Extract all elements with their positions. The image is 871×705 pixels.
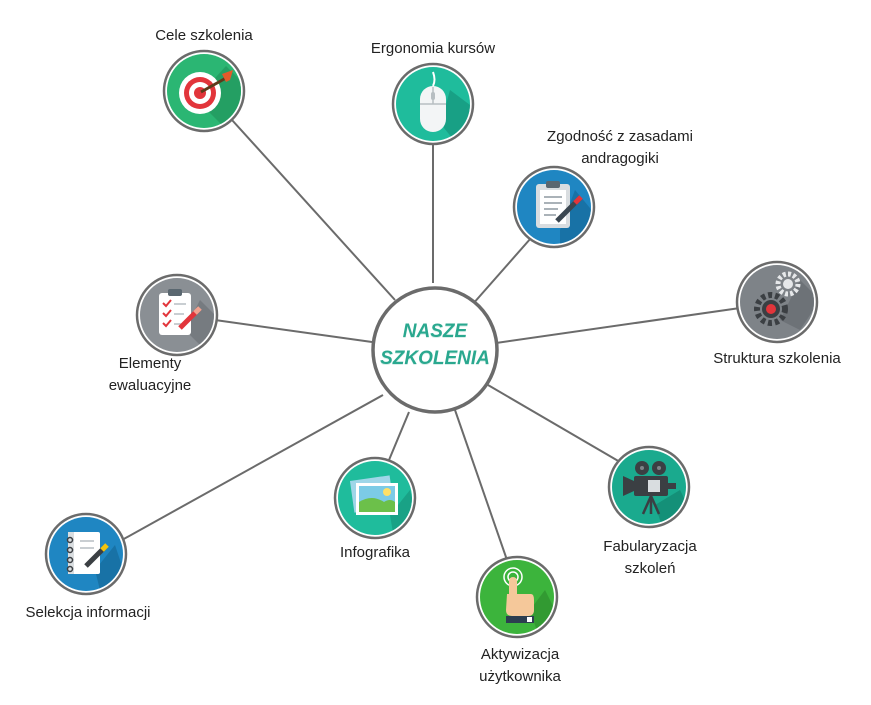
touch-hand-icon <box>503 567 534 623</box>
node-cele <box>162 49 246 133</box>
connector-selekcja <box>121 394 384 541</box>
connector-elementy <box>214 319 373 343</box>
label-infografika: Infografika <box>339 544 411 561</box>
target-dart-icon <box>179 70 233 114</box>
label-struktura: Struktura szkolenia <box>713 350 841 367</box>
node-struktura <box>735 260 819 344</box>
node-ergonomia <box>391 62 475 146</box>
node-elementy <box>135 273 219 357</box>
gears-icon <box>754 271 801 326</box>
center-title-line2: SZKOLENIA <box>380 348 490 369</box>
connector-zgodnosc <box>471 237 532 306</box>
connector-infografika <box>388 411 410 461</box>
notebook-pen-icon <box>66 532 109 574</box>
connector-aktywizacja <box>454 409 508 561</box>
node-zgodnosc <box>512 165 596 249</box>
clipboard-pen-icon <box>536 181 583 228</box>
label-elementy: Elementy ewaluacyjne <box>108 355 192 394</box>
label-cele: Cele szkolenia <box>155 27 253 44</box>
center-title: NASZE SZKOLENIA <box>380 318 490 372</box>
node-fabularyzacja <box>607 445 691 529</box>
connector-cele <box>231 119 396 301</box>
label-zgodnosc: Zgodność z zasadami andragogiki <box>547 128 693 167</box>
label-selekcja: Selekcja informacji <box>25 604 151 621</box>
connector-struktura <box>495 307 741 344</box>
checklist-icon <box>159 289 202 335</box>
node-selekcja <box>44 512 128 596</box>
label-fabularyzacja: Fabularyzacja szkoleń <box>603 538 697 577</box>
connector-fabularyzacja <box>487 384 621 463</box>
node-infografika <box>333 456 417 540</box>
center-node <box>371 286 499 414</box>
label-aktywizacja: Aktywizacja użytkownika <box>479 646 561 685</box>
film-camera-icon <box>623 461 676 515</box>
landscape-picture-icon <box>349 475 398 515</box>
center-title-line1: NASZE <box>402 321 468 342</box>
connector-lines <box>121 119 741 561</box>
mouse-icon <box>420 71 446 132</box>
node-aktywizacja <box>475 555 559 639</box>
label-ergonomia: Ergonomia kursów <box>370 40 496 57</box>
